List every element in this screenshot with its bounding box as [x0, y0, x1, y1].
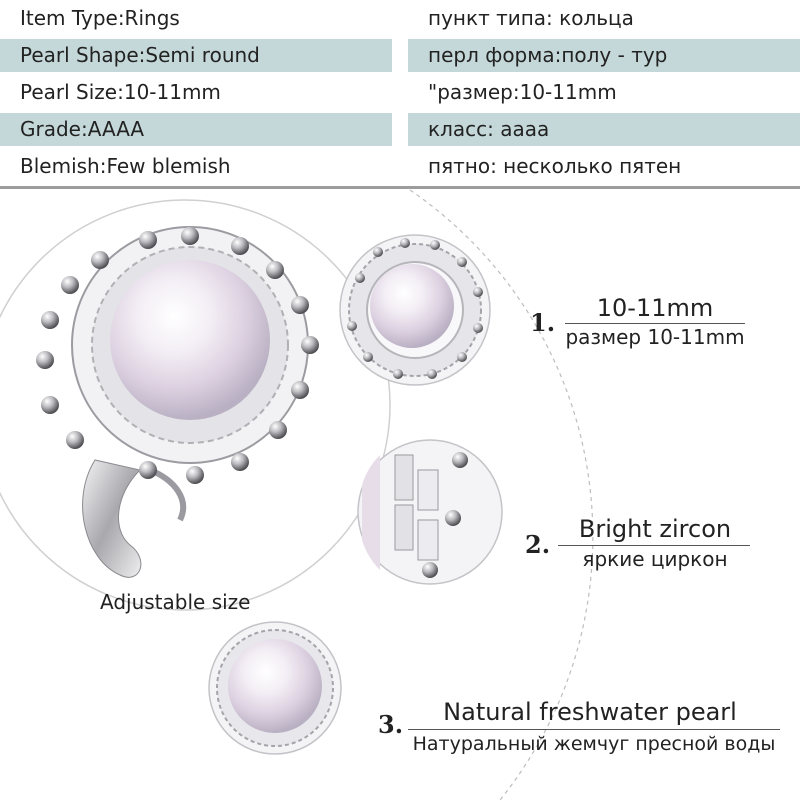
spec-ru: пункт типа: кольца: [428, 6, 634, 30]
spec-row: Pearl Shape:Semi round перл форма:полу -…: [0, 37, 800, 74]
detail-pearl-view: [208, 621, 342, 755]
spec-en: Pearl Shape:Semi round: [0, 39, 392, 72]
spec-row: Blemish:Few blemish пятно: несколько пят…: [0, 148, 800, 185]
feature-title: Bright zircon: [578, 515, 732, 543]
spec-ru: класс: аааа: [408, 113, 800, 146]
spec-ru: пятно: несколько пятен: [428, 154, 682, 178]
spec-table: Item Type:Rings пункт типа: кольца Pearl…: [0, 0, 800, 186]
spec-en: Grade:AAAA: [0, 113, 392, 146]
feature-number: 2.: [525, 530, 551, 559]
spec-en: Blemish:Few blemish: [20, 154, 231, 178]
spec-en: Pearl Size:10-11mm: [20, 80, 221, 104]
feature-title: 10-11mm: [596, 294, 714, 322]
adjustable-size-label: Adjustable size: [100, 590, 251, 614]
detail-zircon-view: [357, 439, 503, 585]
spec-divider: [0, 186, 800, 189]
feature-underline: [558, 545, 750, 546]
feature-number: 1.: [530, 308, 556, 337]
spec-row: Item Type:Rings пункт типа: кольца: [0, 0, 800, 37]
detail-size-view: [339, 234, 491, 386]
silver-beads-main: [36, 227, 319, 484]
spec-row: Grade:AAAA класс: аааа: [0, 111, 800, 148]
feature-number: 3.: [378, 710, 404, 739]
feature-subtitle: Натуральный жемчуг пресной воды: [412, 733, 776, 755]
spec-row: Pearl Size:10-11mm "размер:10-11mm: [0, 74, 800, 111]
feature-title: Natural freshwater pearl: [443, 698, 737, 726]
spec-ru: перл форма:полу - тур: [408, 39, 800, 72]
spec-ru: "размер:10-11mm: [428, 80, 617, 104]
feature-subtitle: яркие циркон: [582, 547, 728, 571]
pearl-main: [110, 260, 270, 420]
feature-subtitle: размер 10-11mm: [565, 325, 745, 349]
ring-band: [82, 459, 187, 578]
dashed-arc: [409, 189, 594, 800]
feature-underline: [408, 729, 780, 730]
spec-en: Item Type:Rings: [20, 6, 180, 30]
feature-underline: [565, 323, 745, 324]
